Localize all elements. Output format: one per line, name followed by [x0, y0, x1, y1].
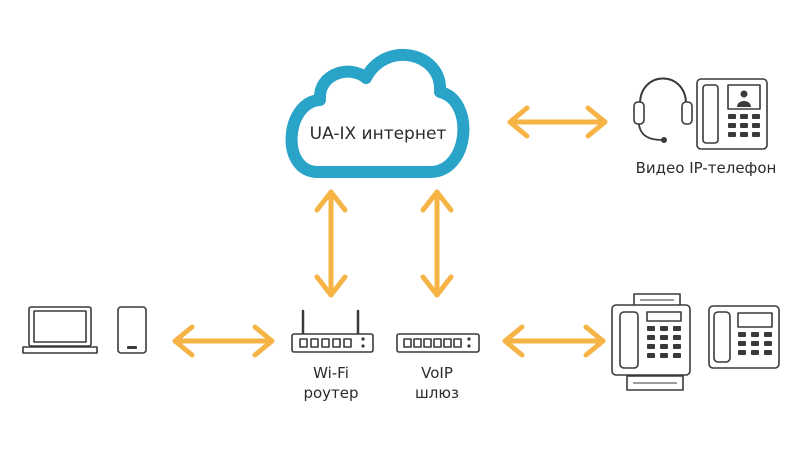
router-label-line1: Wi-Fi [313, 364, 349, 382]
fax-keypad [647, 326, 681, 358]
wifi-router-icon [291, 309, 374, 353]
smartphone-icon [117, 306, 147, 354]
desk-phone-keypad [738, 332, 772, 355]
internet-cloud: UA-IX интернет [285, 48, 470, 178]
headset-icon [633, 77, 693, 143]
cloud-label: UA-IX интернет [310, 124, 447, 144]
arrow-gateway-phones [502, 324, 606, 358]
gateway-label-line2: шлюз [415, 384, 459, 402]
cloud-outline [285, 48, 470, 178]
arrow-cloud-router [314, 189, 348, 298]
arrow-devices-router [172, 324, 275, 358]
fax-machine-icon [611, 293, 691, 391]
desk-ip-phone-icon [708, 305, 780, 369]
router-label-line2: роутер [303, 384, 358, 402]
video-ip-phone-icon [696, 78, 768, 150]
laptop-icon [22, 306, 98, 354]
arrow-cloud-gateway [420, 189, 454, 298]
video-phone-keypad [728, 114, 760, 137]
video-phone-label: Видео IP-телефон [636, 159, 777, 177]
arrow-cloud-videophone [507, 105, 608, 139]
voip-gateway-icon [396, 333, 480, 353]
gateway-label-line1: VoIP [421, 364, 453, 382]
